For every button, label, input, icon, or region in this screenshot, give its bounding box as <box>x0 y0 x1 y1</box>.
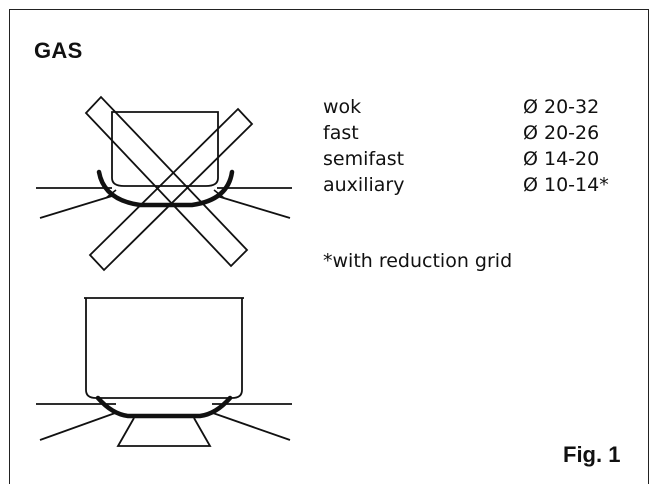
cookware-name: auxiliary <box>323 174 405 196</box>
cookware-name: semifast <box>323 148 405 170</box>
cookware-diameter: Ø 20-26 <box>523 122 600 144</box>
figure-frame <box>9 9 649 484</box>
size-row-semifast: semifast Ø 14-20 <box>323 146 643 172</box>
size-row-fast: fast Ø 20-26 <box>323 120 643 146</box>
figure-label: Fig. 1 <box>563 442 621 467</box>
reduction-grid-footnote: *with reduction grid <box>323 250 513 272</box>
cookware-size-list: wok Ø 20-32 fast Ø 20-26 semifast Ø 14-2… <box>323 94 643 198</box>
cookware-name: wok <box>323 96 362 118</box>
size-row-auxiliary: auxiliary Ø 10-14* <box>323 172 643 198</box>
cookware-name: fast <box>323 122 359 144</box>
cookware-diameter: Ø 10-14* <box>523 174 609 196</box>
cookware-diameter: Ø 14-20 <box>523 148 600 170</box>
correct-pot-illustration <box>36 297 292 447</box>
cookware-diameter: Ø 20-32 <box>523 96 600 118</box>
section-title: GAS <box>34 38 83 63</box>
incorrect-pot-illustration <box>36 95 292 272</box>
size-row-wok: wok Ø 20-32 <box>323 94 643 120</box>
